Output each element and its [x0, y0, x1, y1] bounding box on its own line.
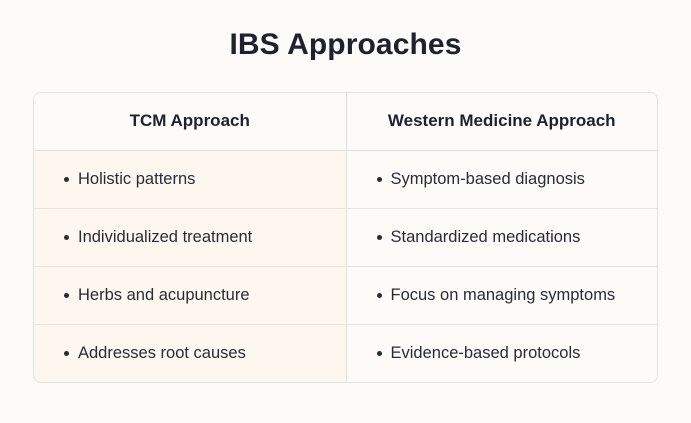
bullet-icon — [376, 292, 382, 298]
cell-tcm: Addresses root causes — [34, 324, 347, 382]
list-item-label: Symptom-based diagnosis — [390, 170, 585, 188]
cell-tcm: Individualized treatment — [34, 208, 347, 267]
bullet-icon — [64, 292, 69, 298]
cell-western: Focus on managing symptoms — [346, 266, 657, 325]
list-item: Symptom-based diagnosis — [361, 168, 644, 190]
list-item-label: Focus on managing symptoms — [390, 286, 616, 304]
table-header-row: TCM Approach Western Medicine Approach — [34, 93, 657, 151]
bullet-icon — [376, 350, 382, 356]
list-item: Individualized treatment — [48, 226, 332, 248]
list-item-label: Standardized medications — [390, 228, 581, 246]
bullet-icon — [376, 234, 382, 240]
column-header-tcm: TCM Approach — [34, 93, 347, 151]
bullet-icon — [64, 350, 69, 356]
cell-western: Symptom-based diagnosis — [346, 150, 657, 209]
list-item: Standardized medications — [361, 226, 644, 248]
column-header-western: Western Medicine Approach — [346, 93, 657, 151]
list-item: Addresses root causes — [48, 342, 332, 364]
table-row: Holistic patterns Symptom-based diagnosi… — [34, 150, 657, 209]
comparison-table-container: TCM Approach Western Medicine Approach H… — [33, 92, 658, 383]
table-body: Holistic patterns Symptom-based diagnosi… — [34, 150, 657, 382]
bullet-icon — [376, 176, 382, 182]
bullet-icon — [64, 234, 69, 240]
list-item-label: Addresses root causes — [78, 344, 246, 363]
bullet-icon — [64, 176, 69, 182]
list-item: Evidence-based protocols — [361, 342, 644, 364]
list-item: Focus on managing symptoms — [361, 284, 644, 306]
page-title: IBS Approaches — [229, 28, 462, 61]
cell-western: Evidence-based protocols — [346, 324, 657, 382]
cell-tcm: Holistic patterns — [34, 150, 347, 209]
cell-tcm: Herbs and acupuncture — [34, 266, 347, 325]
comparison-table: TCM Approach Western Medicine Approach H… — [34, 93, 657, 382]
table-row: Individualized treatment Standardized me… — [34, 208, 657, 267]
table-header: TCM Approach Western Medicine Approach — [34, 93, 657, 151]
list-item: Holistic patterns — [48, 168, 332, 190]
list-item: Herbs and acupuncture — [48, 284, 332, 306]
list-item-label: Herbs and acupuncture — [78, 286, 250, 304]
table-row: Addresses root causes Evidence-based pro… — [34, 324, 657, 382]
table-row: Herbs and acupuncture Focus on managing … — [34, 266, 657, 325]
cell-western: Standardized medications — [346, 208, 657, 267]
list-item-label: Evidence-based protocols — [390, 344, 581, 363]
list-item-label: Individualized treatment — [78, 228, 253, 246]
list-item-label: Holistic patterns — [78, 170, 196, 188]
